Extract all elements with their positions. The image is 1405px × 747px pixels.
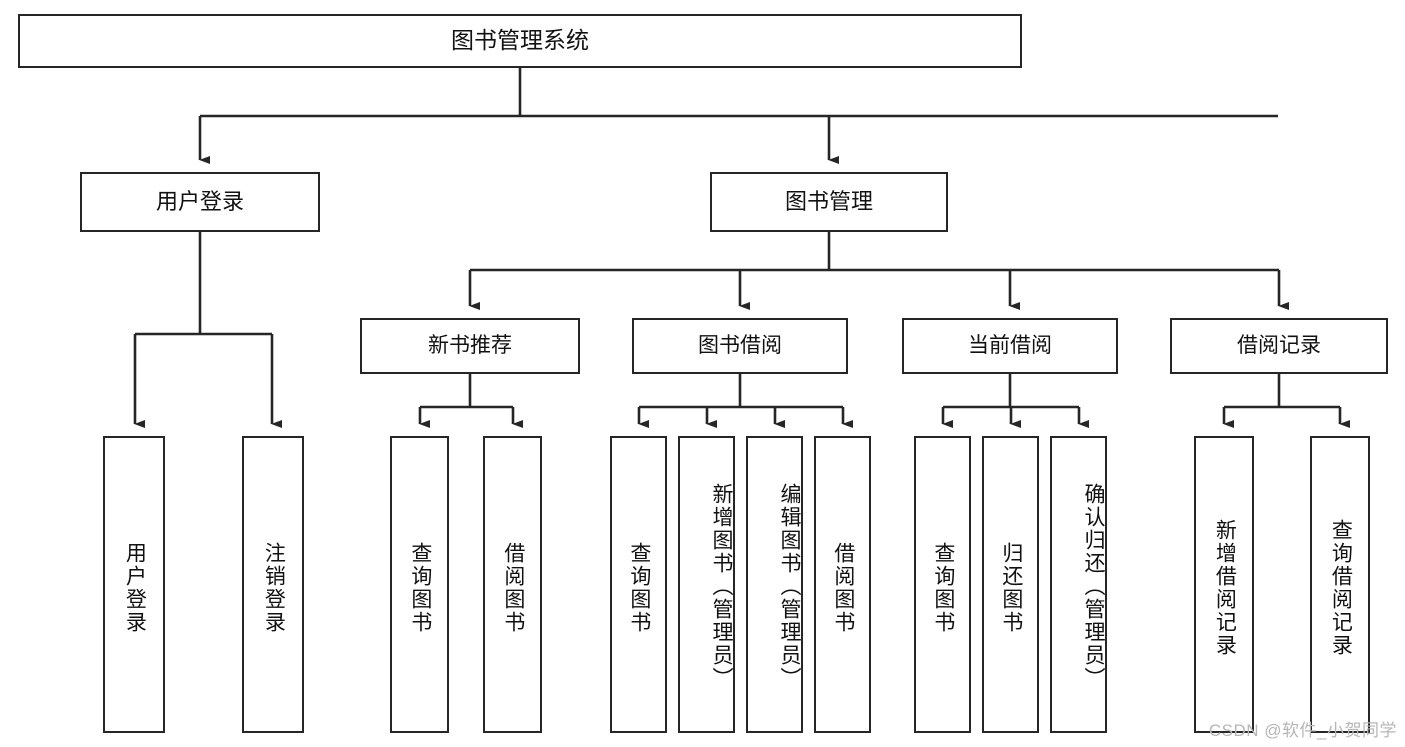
node-book-borrow[interactable]: 图书借阅 (632, 318, 848, 374)
node-user-login[interactable]: 用户登录 (80, 172, 320, 232)
node-user-login-label: 用户登录 (155, 189, 244, 215)
node-borrow-record-label: 借阅记录 (1237, 333, 1321, 357)
node-leaf-add-record[interactable]: 新增借阅记录 (1194, 436, 1254, 733)
node-leaf-logout-label: 注销登录 (262, 541, 286, 634)
node-leaf-query-book-3-label: 查询图书 (931, 541, 955, 634)
node-leaf-add-book-label: 新增图书（管理员） (710, 483, 733, 690)
node-book-management[interactable]: 图书管理 (710, 172, 948, 232)
node-leaf-borrow-book-1[interactable]: 借阅图书 (483, 436, 542, 733)
node-leaf-edit-book-label: 编辑图书（管理员） (778, 483, 801, 690)
node-leaf-borrow-book-2[interactable]: 借阅图书 (814, 436, 871, 733)
node-leaf-user-login-label: 用户登录 (123, 541, 147, 634)
node-leaf-query-record[interactable]: 查询借阅记录 (1310, 436, 1370, 733)
node-leaf-add-record-label: 新增借阅记录 (1213, 518, 1237, 657)
node-leaf-edit-book[interactable]: 编辑图书（管理员） (746, 436, 803, 733)
node-leaf-borrow-book-1-label: 借阅图书 (501, 541, 525, 634)
node-leaf-logout[interactable]: 注销登录 (242, 436, 304, 733)
node-new-book-recommend-label: 新书推荐 (428, 333, 512, 357)
node-leaf-query-book-3[interactable]: 查询图书 (914, 436, 971, 733)
node-root[interactable]: 图书管理系统 (18, 14, 1022, 68)
node-leaf-user-login[interactable]: 用户登录 (103, 436, 165, 733)
node-leaf-query-book-2-label: 查询图书 (627, 541, 651, 634)
node-new-book-recommend[interactable]: 新书推荐 (360, 318, 580, 374)
node-book-borrow-label: 图书借阅 (698, 333, 782, 357)
node-borrow-record[interactable]: 借阅记录 (1170, 318, 1388, 374)
node-leaf-query-book-1[interactable]: 查询图书 (390, 436, 449, 733)
node-current-borrow-label: 当前借阅 (968, 333, 1052, 357)
node-leaf-return-book-label: 归还图书 (999, 541, 1023, 634)
node-book-management-label: 图书管理 (784, 189, 873, 215)
node-leaf-query-book-1-label: 查询图书 (408, 541, 432, 634)
node-leaf-return-book[interactable]: 归还图书 (982, 436, 1039, 733)
node-leaf-query-book-2[interactable]: 查询图书 (610, 436, 667, 733)
node-leaf-confirm-return-label: 确认归还（管理员） (1082, 483, 1105, 690)
node-leaf-borrow-book-2-label: 借阅图书 (831, 541, 855, 634)
node-current-borrow[interactable]: 当前借阅 (902, 318, 1118, 374)
node-leaf-confirm-return[interactable]: 确认归还（管理员） (1050, 436, 1107, 733)
node-leaf-add-book[interactable]: 新增图书（管理员） (678, 436, 735, 733)
node-leaf-query-record-label: 查询借阅记录 (1329, 518, 1353, 657)
node-root-label: 图书管理系统 (451, 27, 589, 54)
